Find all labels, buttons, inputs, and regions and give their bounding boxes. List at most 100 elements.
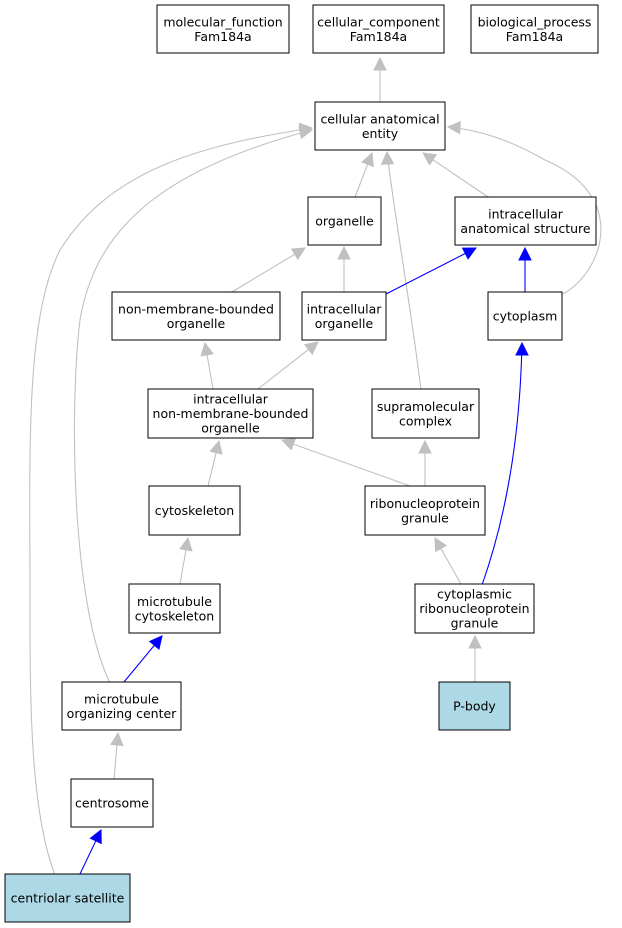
edge-line bbox=[385, 252, 467, 295]
node-box bbox=[147, 388, 314, 439]
edge-crnpg-to-cyto bbox=[481, 341, 529, 586]
edge-nmbo-to-org bbox=[231, 247, 306, 293]
graph-edges bbox=[29, 56, 602, 876]
edge-line bbox=[386, 151, 422, 391]
node-label: organelle bbox=[315, 316, 374, 331]
node-cyto[interactable]: cytoplasm bbox=[487, 291, 563, 341]
node-csome[interactable]: centrosome bbox=[70, 778, 154, 828]
node-csk[interactable]: cytoskeleton bbox=[148, 485, 241, 536]
edge-line bbox=[231, 253, 296, 293]
edge-cyto-to-ias bbox=[518, 246, 532, 292]
edge-arrowhead bbox=[337, 245, 351, 260]
node-label: intracellular bbox=[307, 301, 383, 316]
node-box bbox=[312, 4, 445, 54]
edge-arrowhead bbox=[280, 437, 297, 451]
edge-line bbox=[113, 743, 118, 780]
edge-arrowhead bbox=[89, 828, 102, 845]
edge-line bbox=[179, 548, 187, 585]
edge-arrowhead bbox=[446, 120, 461, 135]
edge-line bbox=[354, 163, 369, 198]
edge-line bbox=[257, 348, 310, 390]
node-label: cytoplasmic bbox=[437, 587, 512, 602]
node-label: P-body bbox=[453, 699, 496, 714]
edge-cae-to-cc bbox=[373, 56, 387, 102]
edge-line bbox=[73, 129, 313, 684]
node-box bbox=[61, 681, 182, 731]
node-label: entity bbox=[362, 126, 399, 141]
node-label: ribonucleoprotein bbox=[370, 496, 480, 511]
edge-arrowhead bbox=[422, 152, 438, 166]
node-box bbox=[314, 101, 446, 151]
node-box bbox=[364, 485, 486, 536]
edge-line bbox=[481, 342, 523, 586]
edge-rnpg-to-smc bbox=[418, 439, 432, 486]
edge-arrowhead bbox=[461, 247, 477, 260]
node-label: centrosome bbox=[75, 796, 149, 811]
edge-arrowhead bbox=[434, 537, 448, 553]
node-label: intracellular bbox=[193, 392, 269, 407]
node-box bbox=[438, 681, 511, 731]
edge-arrowhead bbox=[179, 536, 193, 552]
node-label: molecular_function bbox=[163, 14, 282, 29]
edge-arrowhead bbox=[209, 439, 223, 455]
node-box bbox=[301, 291, 387, 341]
edge-csat-to-cae bbox=[29, 122, 314, 876]
edge-arrowhead bbox=[303, 341, 319, 356]
edge-line bbox=[292, 443, 411, 487]
node-label: cellular anatomical bbox=[320, 111, 439, 126]
node-label: non-membrane-bounded bbox=[118, 301, 274, 316]
node-label: intracellular bbox=[488, 206, 564, 221]
node-label: Fam184a bbox=[506, 29, 563, 44]
edge-arrowhead bbox=[515, 341, 529, 356]
node-label: Fam184a bbox=[194, 29, 251, 44]
node-label: ribonucleoprotein bbox=[419, 601, 529, 616]
edge-pbody-to-crnpg bbox=[468, 634, 482, 682]
node-box bbox=[454, 196, 597, 246]
edge-arrowhead bbox=[110, 731, 124, 747]
node-label: anatomical structure bbox=[460, 221, 590, 236]
edge-csk-to-inmbo bbox=[207, 439, 223, 487]
edge-arrowhead bbox=[148, 635, 163, 650]
edge-inmbo-to-nmbo bbox=[200, 341, 214, 390]
edge-csat-to-csome bbox=[79, 828, 102, 875]
node-inmbo[interactable]: intracellularnon-membrane-boundedorganel… bbox=[147, 388, 314, 439]
node-label: biological_process bbox=[478, 14, 592, 29]
node-label: microtubule bbox=[84, 691, 159, 706]
edge-line bbox=[207, 451, 217, 487]
node-label: granule bbox=[401, 510, 449, 525]
node-label: centriolar satellite bbox=[11, 891, 125, 906]
edge-arrowhead bbox=[200, 341, 214, 357]
node-box bbox=[70, 778, 154, 828]
node-box bbox=[487, 291, 563, 341]
node-label: non-membrane-bounded bbox=[153, 406, 309, 421]
node-label: organelle bbox=[315, 214, 374, 229]
node-box bbox=[371, 388, 480, 439]
edge-ias-to-cae bbox=[422, 152, 489, 198]
node-label: cellular_component bbox=[317, 14, 440, 29]
edge-line bbox=[431, 158, 489, 198]
edge-arrowhead bbox=[468, 634, 482, 649]
node-label: organelle bbox=[201, 421, 260, 436]
node-box bbox=[307, 196, 382, 246]
edge-line bbox=[79, 839, 97, 875]
node-pbody[interactable]: P-body bbox=[438, 681, 511, 731]
edge-mtoc-to-mtc bbox=[123, 635, 163, 683]
edge-arrowhead bbox=[418, 439, 432, 454]
node-csat[interactable]: centriolar satellite bbox=[4, 873, 131, 923]
node-org[interactable]: organelle bbox=[307, 196, 382, 246]
node-label: supramolecular bbox=[377, 399, 475, 414]
node-label: microtubule bbox=[137, 594, 212, 609]
